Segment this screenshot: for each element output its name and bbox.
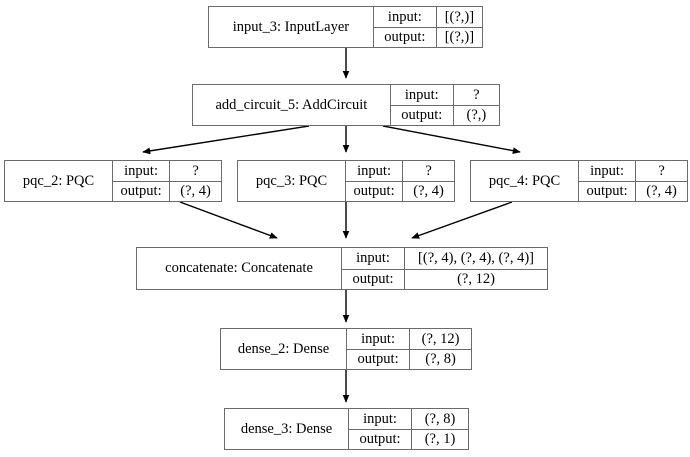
node-pqc_3-input-row: input: ? — [346, 161, 454, 181]
node-input_3-io: input: [(?,)] output: [(?,)] — [372, 7, 482, 47]
node-add_circuit_5-input-label: input: — [404, 86, 439, 103]
node-dense_2-input-label: input: — [361, 330, 395, 347]
node-pqc_4-input-value: ? — [635, 161, 687, 181]
node-pqc_3-io: input: ? output: (?, 4) — [345, 161, 454, 201]
node-concatenate[interactable]: concatenate: Concatenate input: [(?, 4),… — [136, 247, 548, 290]
node-pqc_4[interactable]: pqc_4: PQC input: ? output: (?, 4) — [470, 160, 688, 202]
node-dense_3[interactable]: dense_3: Dense input: (?, 8) output: (?,… — [224, 408, 469, 450]
node-concatenate-output-row: output: (?, 12) — [342, 268, 547, 289]
node-dense_2-input-value: (?, 12) — [409, 329, 471, 349]
node-pqc_3[interactable]: pqc_3: PQC input: ? output: (?, 4) — [237, 160, 455, 202]
node-pqc_4-output-row: output: (?, 4) — [579, 181, 687, 201]
node-pqc_2-output-label: output: — [120, 183, 162, 200]
node-concatenate-io: input: [(?, 4), (?, 4), (?, 4)] output: … — [341, 248, 547, 289]
node-add_circuit_5-output-label: output: — [401, 107, 443, 124]
edge-add_circuit_5-pqc_4 — [382, 125, 521, 154]
node-pqc_4-input-row: input: ? — [579, 161, 687, 181]
node-pqc_4-output-label: output: — [586, 183, 628, 200]
node-concatenate-input-value: [(?, 4), (?, 4), (?, 4)] — [404, 248, 547, 269]
node-pqc_2-output-value: (?, 4) — [169, 182, 221, 201]
node-input_3-output-row: output: [(?,)] — [373, 27, 482, 47]
node-add_circuit_5-output-row: output: (?,) — [390, 105, 499, 125]
node-dense_2-name: dense_2: Dense — [237, 340, 330, 357]
node-input_3-name: input_3: InputLayer — [232, 18, 350, 35]
node-pqc_4-name: pqc_4: PQC — [488, 172, 561, 189]
edge-pqc_4-concatenate — [411, 201, 513, 239]
node-dense_3-io: input: (?, 8) output: (?, 1) — [348, 409, 468, 449]
node-pqc_3-output-label: output: — [353, 183, 395, 200]
node-input_3-output-label: output: — [384, 29, 426, 46]
node-pqc_4-output-value: (?, 4) — [635, 182, 687, 201]
node-add_circuit_5[interactable]: add_circuit_5: AddCircuit input: ? outpu… — [192, 84, 500, 126]
node-dense_2-output-value: (?, 8) — [409, 350, 471, 369]
node-concatenate-input-row: input: [(?, 4), (?, 4), (?, 4)] — [342, 248, 547, 269]
node-input_3-input-value: [(?,)] — [435, 7, 482, 27]
node-add_circuit_5-name: add_circuit_5: AddCircuit — [215, 96, 368, 113]
node-add_circuit_5-input-value: ? — [452, 85, 499, 105]
node-pqc_2[interactable]: pqc_2: PQC input: ? output: (?, 4) — [4, 160, 222, 202]
edge-add_circuit_5-pqc_2 — [142, 125, 310, 155]
node-pqc_4-io: input: ? output: (?, 4) — [578, 161, 687, 201]
node-dense_3-output-label: output: — [359, 431, 401, 448]
node-pqc_2-name: pqc_2: PQC — [22, 172, 95, 189]
node-pqc_2-io: input: ? output: (?, 4) — [112, 161, 221, 201]
node-dense_3-input-row: input: (?, 8) — [349, 409, 468, 429]
node-pqc_3-output-value: (?, 4) — [402, 182, 454, 201]
node-pqc_3-input-label: input: — [357, 162, 391, 179]
node-add_circuit_5-io: input: ? output: (?,) — [389, 85, 499, 125]
node-pqc_3-name: pqc_3: PQC — [255, 172, 328, 189]
node-dense_2-output-label: output: — [357, 351, 399, 368]
node-concatenate-output-value: (?, 12) — [404, 269, 547, 289]
node-dense_3-input-label: input: — [363, 410, 397, 427]
node-input_3-output-value: [(?,)] — [435, 28, 482, 47]
node-dense_2-input-row: input: (?, 12) — [347, 329, 471, 349]
node-add_circuit_5-output-value: (?,) — [452, 106, 499, 125]
node-input_3-input-label: input: — [387, 8, 422, 25]
node-dense_2-io: input: (?, 12) output: (?, 8) — [346, 329, 471, 369]
node-pqc_2-input-label: input: — [124, 162, 158, 179]
node-pqc_2-input-value: ? — [169, 161, 221, 181]
node-dense_3-input-value: (?, 8) — [411, 409, 468, 429]
node-input_3[interactable]: input_3: InputLayer input: [(?,)] output… — [208, 6, 483, 48]
edge-pqc_2-concatenate — [179, 201, 278, 239]
node-concatenate-output-label: output: — [352, 271, 394, 287]
node-pqc_2-input-row: input: ? — [113, 161, 221, 181]
node-pqc_4-input-label: input: — [590, 162, 624, 179]
node-add_circuit_5-input-row: input: ? — [391, 85, 499, 105]
node-pqc_3-input-value: ? — [402, 161, 454, 181]
node-input_3-input-row: input: [(?,)] — [374, 7, 482, 27]
node-dense_2-output-row: output: (?, 8) — [347, 349, 471, 369]
node-pqc_3-output-row: output: (?, 4) — [346, 181, 454, 201]
node-concatenate-input-label: input: — [356, 250, 390, 266]
node-dense_3-output-value: (?, 1) — [411, 430, 468, 449]
node-dense_3-name: dense_3: Dense — [240, 420, 333, 437]
node-dense_3-output-row: output: (?, 1) — [349, 429, 468, 449]
node-dense_2[interactable]: dense_2: Dense input: (?, 12) output: (?… — [220, 328, 472, 370]
node-concatenate-name: concatenate: Concatenate — [165, 260, 313, 277]
node-pqc_2-output-row: output: (?, 4) — [113, 181, 221, 201]
